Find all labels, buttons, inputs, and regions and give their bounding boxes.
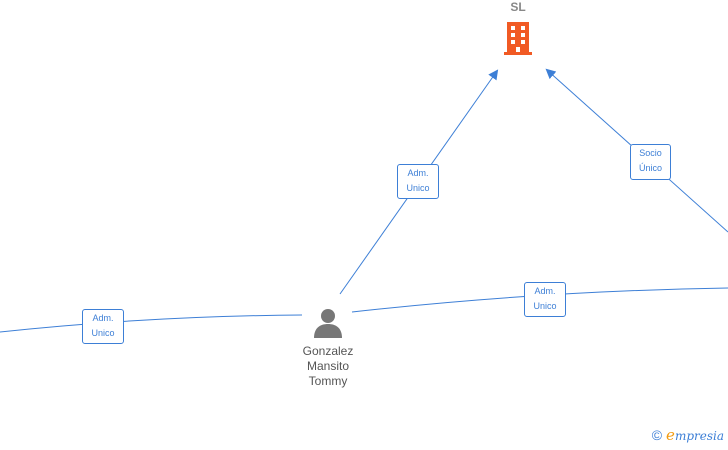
person-icon: [314, 309, 342, 338]
edge-label-line: Adm.: [534, 286, 556, 296]
edge-left-to-person: [0, 314, 303, 333]
edge-label-line: Unico: [533, 301, 557, 311]
copyright-symbol: ©: [651, 427, 663, 443]
edge-label-line: Adm.: [407, 168, 429, 178]
company-name: SL: [510, 0, 526, 14]
brand-name: mpresia: [674, 429, 724, 443]
edge-label-line: Adm.: [92, 313, 114, 323]
building-icon: [504, 22, 532, 55]
person-node[interactable]: Gonzalez Mansito Tommy: [290, 308, 366, 389]
person-name: Gonzalez Mansito Tommy: [290, 344, 366, 389]
edge-label-line: Unico: [406, 183, 430, 193]
edge-label-line: Socio: [639, 148, 662, 158]
edge-label-left-person[interactable]: Adm. Unico: [82, 309, 124, 344]
edge-label-line: Unico: [91, 328, 115, 338]
company-node[interactable]: SL: [470, 0, 566, 56]
person-name-line: Tommy: [308, 374, 348, 388]
person-name-line: Mansito: [306, 359, 350, 373]
empresia-logo[interactable]: ©empresia: [652, 426, 724, 444]
edge-label-right-company[interactable]: Socio Único: [630, 144, 671, 180]
person-name-line: Gonzalez: [302, 344, 354, 358]
brand-initial: e: [666, 426, 675, 444]
edge-label-person-company[interactable]: Adm. Unico: [397, 164, 439, 199]
edge-label-line: Único: [638, 163, 662, 173]
edge-label-person-right[interactable]: Adm. Unico: [524, 282, 566, 317]
